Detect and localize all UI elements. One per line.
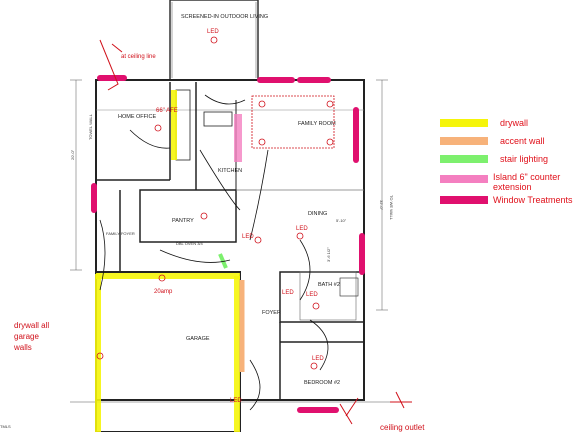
legend-label-island-line-2: extension [493,182,532,192]
fixture-markers [96,36,412,425]
room-label-bedroom2: BEDROOM #2 [304,380,340,386]
window-treatments [91,75,365,413]
screened-in-outdoor-living: SCREENED-IN OUTDOOR LIVING [169,0,268,81]
note-ceiling-line: at ceiling line [121,54,156,60]
dim-right: 32'-0" [379,200,384,211]
legend-swatch-island-extension [440,175,488,183]
note-20amp: 20amp [154,289,173,295]
dim-right-sub: TO WE WALL [389,195,394,221]
note-led-6: LED [312,356,324,362]
note-led-4: LED [282,290,294,296]
legend-swatch-window-treatments [440,196,488,204]
dim-towel-wall: TOWEL WALL [88,113,93,140]
legend-label-window-treatments: Window Treatments [493,195,573,205]
note-led-7: LED [230,398,242,404]
note-ceiling-outlet: ceiling outlet [380,423,425,432]
note-led-1: LED [207,29,219,35]
note-led-5: LED [306,292,318,298]
room-label-family-foyer: FAMILY FOYER [106,231,135,236]
room-label-bath2: BATH #2 [318,282,340,288]
stair-lighting [218,253,228,269]
legend-label-stair-lighting: stair lighting [500,154,548,164]
dim-bath: 3'-6 1/2" [326,247,331,262]
note-drywall-line-3: walls [13,343,32,352]
room-label-family-room: FAMILY ROOM [298,121,336,127]
dim-top: 20'-0" [70,149,75,160]
dimension-lines [70,79,390,403]
legend-swatch-stair-lighting [440,155,488,163]
room-label-kitchen: KITCHEN [218,168,242,174]
legend-swatch-drywall [440,119,488,127]
legend-label-drywall: drywall [500,118,528,128]
room-label-screened: SCREENED-IN OUTDOOR LIVING [181,14,268,20]
note-led-2: LED [242,234,254,240]
wiring [99,94,329,411]
note-led-3: LED [296,226,308,232]
note-drywall-line-2: garage [14,332,39,341]
legend-label-island-line-1: Island 6" counter [493,172,560,182]
room-label-home-office: HOME OFFICE [118,114,157,120]
tmls-watermark: TMLS [0,424,11,429]
drywall-highlights [95,90,240,432]
dim-cabinet: DBL OVEN 3/4 [176,241,204,246]
note-drywall-line-1: drywall all [14,321,49,330]
legend-label-accent-wall: accent wall [500,136,545,146]
dim-dining: 5'-10" [336,218,347,223]
note-afe: 66" AFE [156,108,178,114]
room-label-foyer: FOYER [262,310,281,316]
island-extension [234,114,242,162]
room-label-dining: DINING [308,211,327,217]
room-label-garage: GARAGE [186,336,210,342]
room-label-pantry: PANTRY [172,218,194,224]
legend-swatch-accent-wall [440,137,488,145]
legend: drywall accent wall stair lighting Islan… [440,118,573,205]
